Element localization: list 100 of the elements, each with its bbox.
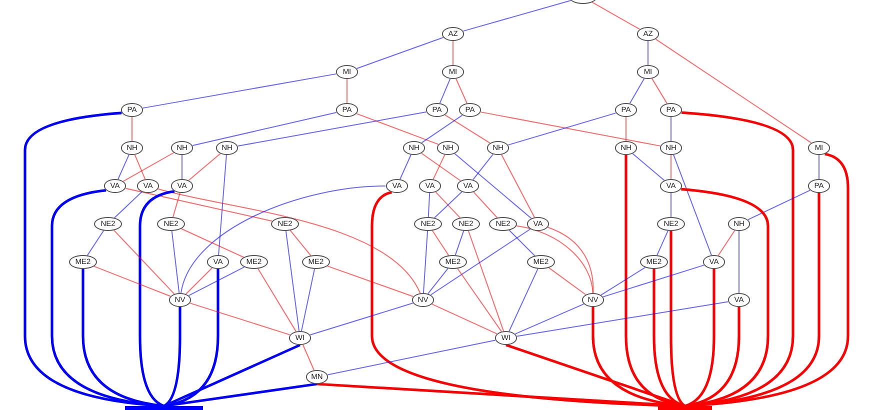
ellipse-node (104, 179, 126, 193)
ellipse-node (438, 255, 468, 269)
connector-line (192, 112, 337, 146)
connector-line (86, 230, 104, 256)
connector-line (632, 153, 665, 181)
connector-line (508, 112, 616, 146)
ellipse-node (436, 141, 460, 155)
connector-line (428, 192, 430, 218)
connector-line (134, 154, 146, 180)
ellipse-node (302, 255, 330, 269)
connector-line (432, 230, 450, 256)
ellipse-node (456, 179, 480, 193)
connector-line (748, 190, 810, 220)
ellipse-node (336, 103, 358, 117)
connector-line (114, 191, 142, 218)
connector-line (327, 340, 496, 376)
connector-line (452, 40, 454, 66)
ellipse-node (240, 255, 268, 269)
ellipse-node (94, 217, 122, 231)
ellipse-node (660, 179, 682, 193)
connector-line (122, 152, 174, 182)
connector-line (439, 78, 451, 104)
ellipse-node (170, 179, 194, 193)
ellipse-node (526, 255, 556, 269)
connector-line (114, 230, 175, 294)
connector-line (356, 113, 439, 145)
ellipse-node (728, 293, 750, 307)
connector-line (516, 301, 728, 337)
connector-line (285, 230, 300, 332)
ellipse-node (728, 217, 750, 231)
ellipse-node (636, 65, 660, 79)
connector-line (421, 152, 461, 182)
ellipse-node (418, 179, 442, 193)
connector-line (684, 269, 716, 408)
ellipse-node (386, 179, 408, 193)
ellipse-node (426, 103, 448, 117)
ellipse-node (288, 331, 312, 345)
ellipse-node (402, 141, 426, 155)
connector-line (444, 114, 490, 144)
connector-line (432, 154, 446, 180)
connector-line (430, 228, 531, 296)
connector-line (462, 0, 572, 32)
connector-line (472, 154, 494, 180)
ellipse-node (306, 370, 328, 384)
connector-line (718, 230, 736, 256)
connector-line (514, 304, 584, 334)
connector-line (473, 192, 498, 218)
connector-line (602, 264, 704, 298)
ellipse-node (614, 103, 638, 117)
ellipse-node (640, 255, 668, 269)
connector-line (310, 302, 414, 336)
ellipse-node (488, 217, 518, 231)
connector-line (185, 267, 213, 295)
connector-line (118, 154, 130, 180)
connector-line (480, 112, 661, 146)
connector-line (456, 78, 468, 104)
connector-line (218, 154, 227, 256)
ellipse-node (68, 255, 98, 269)
connector-line (158, 188, 421, 294)
ellipse-node (702, 255, 726, 269)
connector-line (670, 231, 686, 408)
connector-line (258, 268, 297, 332)
connector-line (818, 154, 820, 180)
connector-line (163, 344, 301, 408)
connector-line (468, 230, 504, 332)
connector-line (94, 266, 171, 297)
ellipse-node (808, 141, 830, 155)
ellipse-node (156, 217, 186, 231)
connector-line (400, 154, 412, 180)
connector-line (629, 78, 645, 104)
ellipse-node (458, 103, 482, 117)
connector-line (656, 230, 668, 256)
connector-line (670, 154, 672, 180)
ellipse-node (582, 293, 604, 307)
ellipse-node (486, 141, 510, 155)
connector-line (454, 230, 464, 256)
ellipse-node (452, 217, 480, 231)
connector-line (508, 268, 538, 332)
connector-line (673, 154, 712, 256)
ellipse-node (170, 141, 194, 155)
ellipse-node (614, 141, 638, 155)
ellipse-node (494, 331, 518, 345)
connector-line (326, 266, 414, 297)
ellipse-node (656, 217, 686, 231)
ellipse-node (120, 141, 144, 155)
ellipse-node (270, 217, 300, 231)
connector-line (190, 302, 290, 336)
ellipse-node (660, 141, 682, 155)
connector-line (346, 78, 348, 104)
connector-line (547, 226, 594, 294)
connector-line (670, 116, 672, 142)
connector-line (142, 73, 337, 109)
ellipse-node (636, 27, 660, 41)
connector-line (421, 114, 463, 144)
ellipse-node (808, 179, 830, 193)
connector-line (172, 192, 180, 218)
ellipse-node (660, 103, 682, 117)
connector-line (171, 230, 180, 294)
ellipse-node (412, 293, 434, 307)
connector-line (180, 228, 244, 258)
